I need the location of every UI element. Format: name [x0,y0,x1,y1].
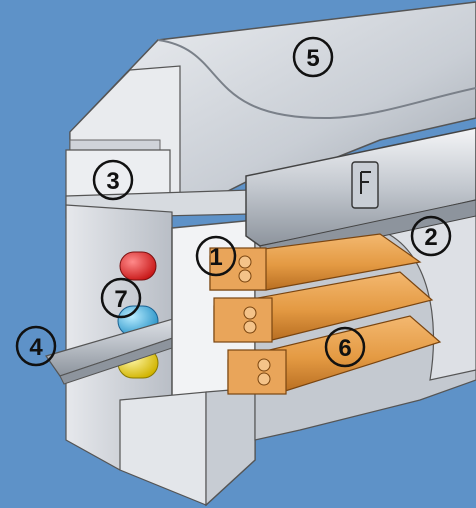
cable-red [119,251,157,281]
callout-4-label: 4 [29,334,43,361]
callout-1: 1 [195,235,237,277]
callout-6: 6 [324,326,366,368]
busbar-top [209,233,422,291]
housing-front-panel [119,219,256,507]
busbars [209,233,442,395]
callout-7-label: 7 [114,286,127,313]
rail-clip [351,161,379,209]
callout-5: 5 [292,36,334,78]
busbar-middle [213,271,434,343]
callout-2-label: 2 [424,224,437,251]
callout-7: 7 [100,277,142,319]
busbar-bottom [227,315,442,395]
callout-2: 2 [410,215,452,257]
callout-6-label: 6 [338,335,351,362]
callout-4: 4 [15,325,57,367]
callout-3-label: 3 [106,168,119,195]
callout-5-label: 5 [306,45,319,72]
callout-1-label: 1 [209,244,222,271]
callout-3: 3 [92,159,134,201]
